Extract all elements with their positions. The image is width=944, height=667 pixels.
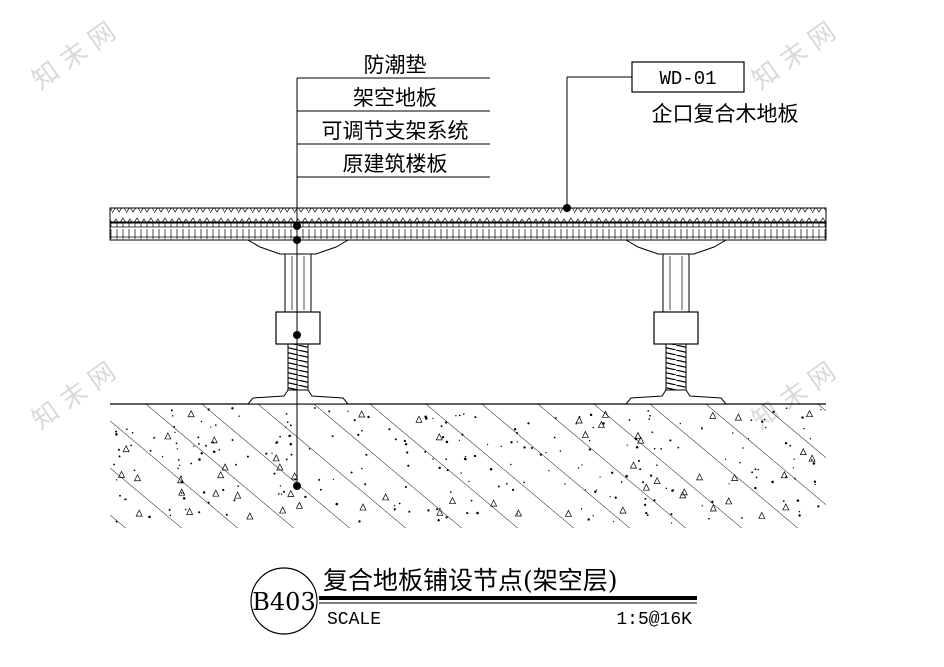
- concrete-aggregate: [113, 407, 822, 524]
- pedestal-support-left: [246, 239, 350, 405]
- pedestal-support-right: [624, 239, 728, 405]
- concrete-slab: [110, 403, 826, 528]
- detail-number: B403: [252, 588, 315, 616]
- wood-floor-layer: [109, 207, 827, 223]
- svg-text:知 末 网: 知 末 网: [27, 17, 122, 96]
- title-block: [250, 567, 697, 635]
- layer-label-adjustable-support: 可调节支架系统: [322, 119, 469, 143]
- material-tag-description: 企口复合木地板: [652, 102, 799, 126]
- scale-value: 1:5@16K: [616, 610, 692, 630]
- material-tag-code: WD-01: [659, 68, 716, 90]
- layer-label-structural-slab: 原建筑楼板: [343, 152, 448, 176]
- material-tag-leader: [563, 61, 745, 212]
- scale-label: SCALE: [327, 610, 381, 630]
- svg-text:知 末 网: 知 末 网: [27, 357, 122, 436]
- layer-label-moisture-pad: 防潮垫: [364, 53, 427, 77]
- detail-title: 复合地板铺设节点(架空层): [323, 566, 618, 595]
- raised-floor-panel: [109, 222, 827, 241]
- layer-label-leader: [293, 77, 490, 490]
- svg-text:知 末 网: 知 末 网: [747, 17, 842, 96]
- layer-label-raised-floor: 架空地板: [353, 86, 437, 110]
